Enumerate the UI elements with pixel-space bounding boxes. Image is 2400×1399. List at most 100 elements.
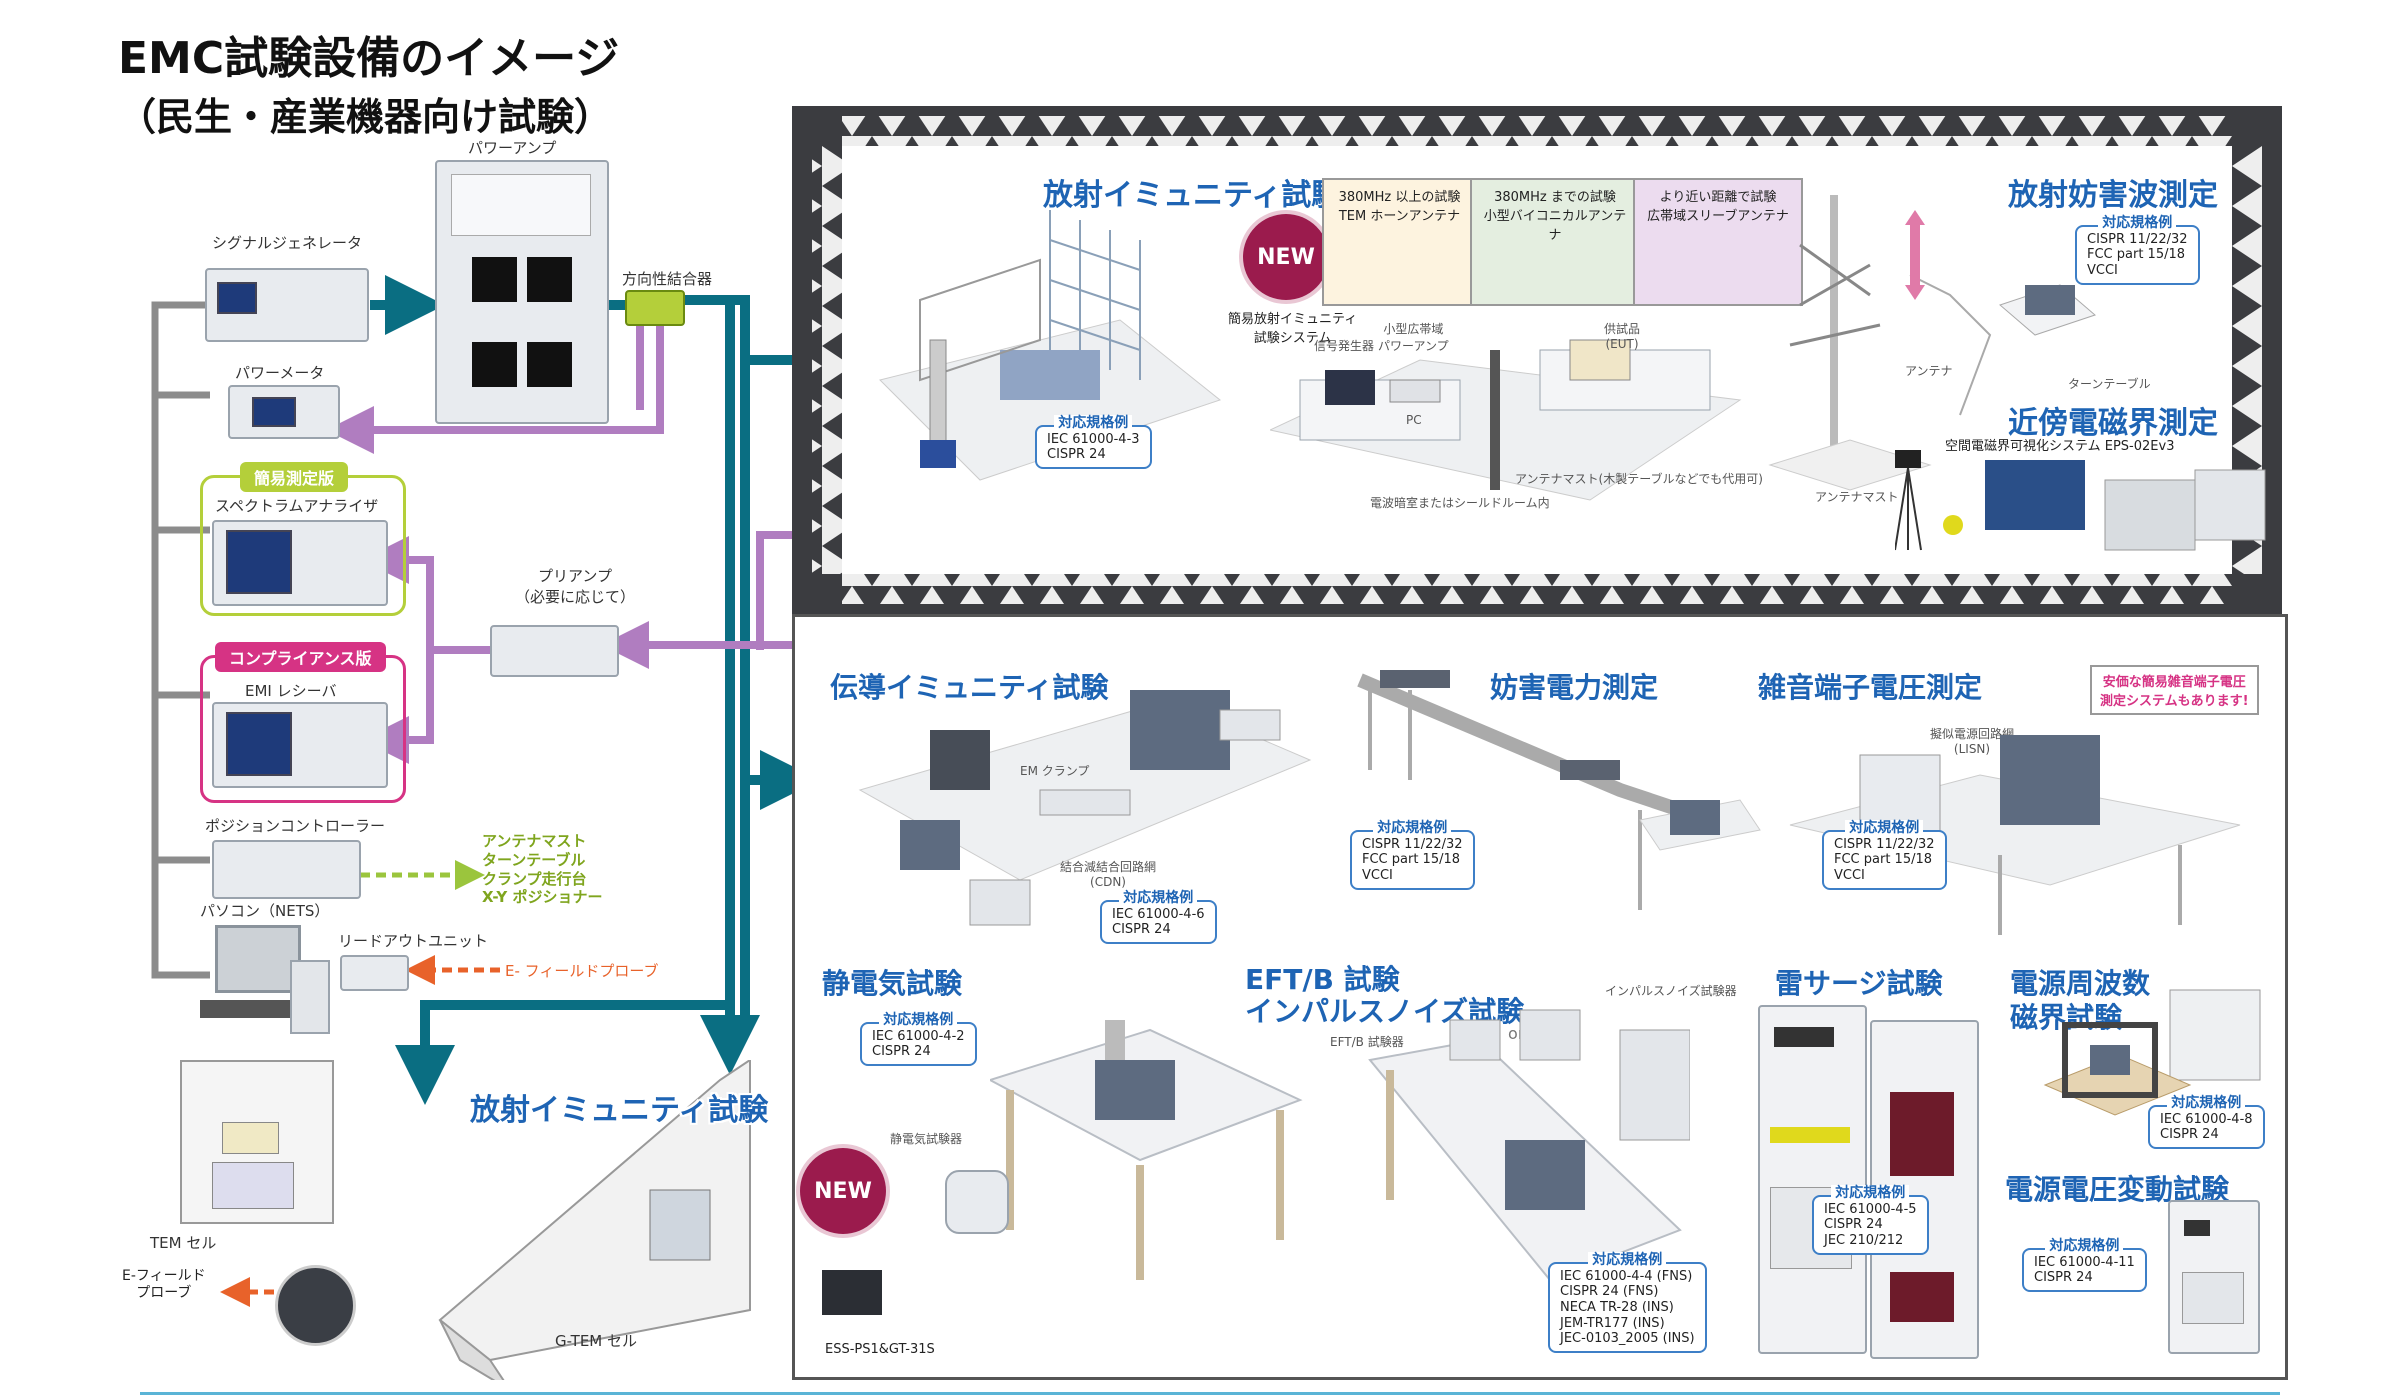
efield-probe2-label: E-フィールド プローブ (122, 1268, 206, 1302)
dp-std-item: CISPR 11/22/32 (1362, 836, 1463, 852)
page-title: EMC試験設備のイメージ (118, 33, 620, 84)
surge-std-header: 対応規格例 (1831, 1185, 1910, 1202)
pc-label: パソコン（NETS） (200, 902, 330, 920)
surge-tester-1[interactable] (1758, 1005, 1867, 1354)
compliance-version-tag: コンプライアンス版 (215, 642, 386, 672)
pc-tower (290, 960, 330, 1034)
tem-cell[interactable] (180, 1060, 334, 1224)
eft-setup (1368, 1009, 1690, 1340)
preamp[interactable] (490, 625, 619, 677)
cdn-label: 結合減結合回路網 (CDN) (1060, 858, 1156, 889)
efield-probe2-line1: E-フィールド (122, 1268, 206, 1284)
target-xy-positioner: X-Y ポジショナー (482, 888, 603, 907)
esd-std-box: 対応規格例 IEC 61000-4-2 CISPR 24 (860, 1012, 977, 1066)
re-setup (1768, 195, 2096, 491)
lisn-label: 擬似電源回路網 (LISN) (1930, 725, 2014, 756)
readout-unit[interactable] (340, 955, 409, 991)
eft-std-item: IEC 61000-4-4 (FNS) (1560, 1268, 1693, 1284)
lisn-line2: (LISN) (1953, 742, 1991, 756)
signal-gen-label: シグナルジェネレータ (212, 234, 363, 252)
esd-title: 静電気試験 (822, 967, 963, 1000)
info-biconical: 380MHz までの試験 小型バイコニカルアンテナ (1470, 178, 1640, 306)
eft-title-line1: EFT/B 試験 (1245, 963, 1400, 996)
power-amp-label: パワーアンプ (468, 139, 557, 157)
dp-std-item: FCC part 15/18 (1362, 852, 1461, 868)
re-std-header: 対応規格例 (2098, 215, 2177, 232)
pc-monitor[interactable] (215, 925, 301, 993)
gtem-label: G-TEM セル (555, 1332, 638, 1350)
vd-std-item: IEC 61000-4-11 (2034, 1254, 2135, 1270)
nf-setup (1895, 450, 2266, 551)
ri-std-box: 対応規格例 IEC 61000-4-3 CISPR 24 (1035, 415, 1152, 469)
emi-receiver[interactable] (212, 702, 388, 788)
surge-std-item: CISPR 24 (1824, 1217, 1883, 1233)
directional-coupler[interactable] (625, 290, 685, 326)
dp-title: 妨害電力測定 (1490, 671, 1659, 704)
pc-small-label: PC (1406, 413, 1422, 427)
lisn-note-line1: 安価な簡易雑音端子電圧 (2102, 675, 2246, 690)
info-sleeve-line2: 広帯域スリーブアンテナ (1647, 209, 1789, 224)
pfm-std-box: 対応規格例 IEC 61000-4-8 CISPR 24 (2148, 1095, 2265, 1149)
esd-gun-label: 静電気試験器 (890, 1132, 963, 1146)
pfm-std-item: IEC 61000-4-8 (2160, 1111, 2253, 1127)
impulse-tester-label: インパルスノイズ試験器 (1605, 984, 1737, 998)
readout-unit-label: リードアウトユニット (338, 932, 489, 950)
eft-std-item: CISPR 24 (FNS) (1560, 1284, 1659, 1300)
esd-std-item: CISPR 24 (872, 1044, 931, 1060)
re-std-item: VCCI (2087, 262, 2118, 278)
ri-std-header: 対応規格例 (1054, 415, 1133, 432)
lisn-note-line2: 測定システムもあります! (2100, 694, 2249, 709)
re-std-item: CISPR 11/22/32 (2087, 231, 2188, 247)
efield-probe-icon (275, 1265, 356, 1346)
vd-tester[interactable] (2168, 1200, 2260, 1354)
antenna-mast-note: アンテナマスト(木製テーブルなどでも代用可) (1515, 472, 1763, 486)
ci-std-box: 対応規格例 IEC 61000-4-6 CISPR 24 (1100, 890, 1217, 944)
ci-std-header: 対応規格例 (1119, 890, 1198, 907)
preamp-label-line1: プリアンプ (538, 567, 612, 585)
small-amp-label: 小型広帯域 パワーアンプ (1378, 320, 1449, 354)
antenna-label: アンテナ (1905, 364, 1953, 378)
info-biconical-line2: 小型バイコニカルアンテナ (1483, 209, 1627, 243)
position-controller[interactable] (212, 840, 361, 899)
pfm-title-line1: 電源周波数 (2010, 967, 2151, 1000)
directional-coupler-label: 方向性結合器 (622, 270, 713, 288)
re-std-item: FCC part 15/18 (2087, 247, 2186, 263)
ct-std-box: 対応規格例 CISPR 11/22/32 FCC part 15/18 VCCI (1822, 820, 1947, 890)
signal-generator[interactable] (205, 268, 369, 342)
ess-unit[interactable] (822, 1270, 882, 1315)
target-turntable: ターンテーブル (482, 850, 586, 869)
ri-setup (879, 210, 1222, 481)
info-sleeve-line1: より近い距離で試験 (1659, 190, 1777, 205)
eut-line1: 供試品 (1604, 322, 1641, 336)
ci-std-item: IEC 61000-4-6 (1112, 906, 1205, 922)
power-meter-label: パワーメータ (235, 364, 325, 382)
lisn-line1: 擬似電源回路網 (1930, 727, 2015, 741)
simple-system-line2: 試験システム (1253, 331, 1332, 346)
info-tem-horn: 380MHz 以上の試験 TEM ホーンアンテナ (1322, 178, 1477, 306)
efield-probe-label: E- フィールドプローブ (505, 962, 659, 980)
gtem-cell[interactable] (380, 1060, 760, 1380)
ci-std-item: CISPR 24 (1112, 922, 1171, 938)
small-amp-line2: パワーアンプ (1378, 339, 1449, 353)
dp-std-header: 対応規格例 (1373, 820, 1452, 837)
esd-std-header: 対応規格例 (879, 1012, 958, 1029)
pfm-std-item: CISPR 24 (2160, 1127, 2219, 1143)
pfm-std-header: 対応規格例 (2167, 1095, 2246, 1112)
surge-title: 雷サージ試験 (1775, 967, 1943, 1000)
power-meter[interactable] (228, 385, 340, 439)
spectrum-analyzer[interactable] (212, 520, 388, 606)
eft-std-header: 対応規格例 (1588, 1252, 1667, 1269)
power-amp[interactable] (435, 160, 609, 424)
esd-setup (990, 1020, 1303, 1280)
dp-std-item: VCCI (1362, 867, 1393, 883)
cdn-line1: 結合減結合回路網 (1060, 860, 1157, 874)
info-biconical-line1: 380MHz までの試験 (1494, 190, 1616, 205)
em-clamp-label: EM クランプ (1020, 764, 1090, 778)
nf-system-label: 空間電磁界可視化システム EPS-02Ev3 (1945, 439, 2175, 454)
re-title: 放射妨害波測定 (2008, 178, 2218, 213)
esd-gun-controller[interactable] (945, 1170, 1009, 1234)
info-sleeve: より近い距離で試験 広帯域スリーブアンテナ (1633, 178, 1803, 306)
ct-std-item: CISPR 11/22/32 (1834, 836, 1935, 852)
ct-std-item: VCCI (1834, 867, 1865, 883)
ri-std-item: CISPR 24 (1047, 447, 1106, 463)
